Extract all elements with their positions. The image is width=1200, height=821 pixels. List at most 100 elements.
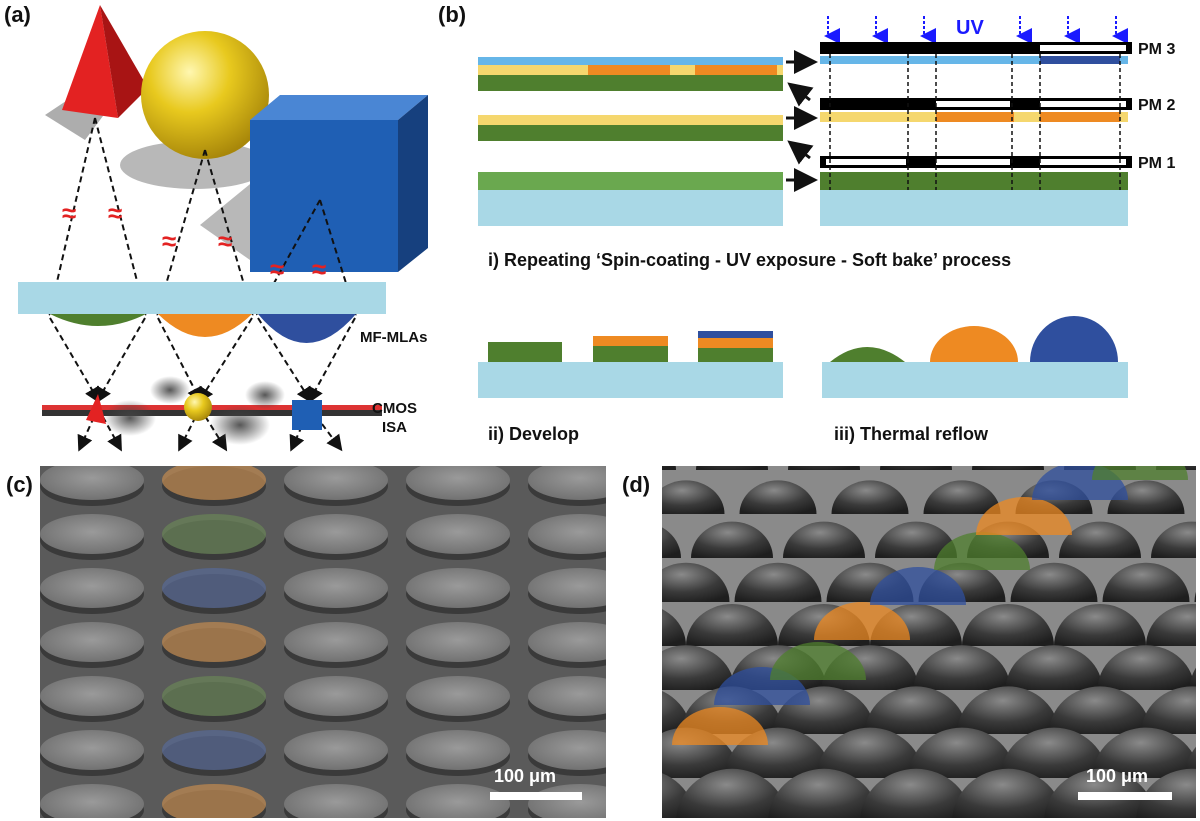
isa-label: ISA bbox=[382, 419, 407, 436]
disk-top bbox=[528, 730, 606, 770]
dome-lens bbox=[734, 562, 822, 602]
disk-top bbox=[40, 568, 144, 608]
tinted-dome-lens bbox=[1092, 466, 1188, 480]
dome-lens bbox=[952, 768, 1064, 818]
disk-top bbox=[406, 730, 510, 770]
disk-top bbox=[528, 568, 606, 608]
dome-lens bbox=[972, 466, 1044, 470]
disk-top bbox=[406, 514, 510, 554]
disk-texture bbox=[162, 784, 266, 818]
disk-texture bbox=[162, 676, 266, 716]
svg-text:PM 3: PM 3 bbox=[1138, 41, 1175, 58]
svg-text:≈: ≈ bbox=[270, 254, 284, 284]
panel-c-label: (c) bbox=[6, 472, 33, 497]
panel-b: (b) bbox=[438, 2, 1175, 444]
tinted-dome-lens bbox=[870, 567, 966, 605]
step-2-caption: ii) Develop bbox=[488, 424, 579, 444]
svg-text:≈: ≈ bbox=[218, 226, 232, 256]
disk-texture bbox=[162, 622, 266, 662]
left-stack-2 bbox=[478, 115, 783, 141]
dome-lens bbox=[691, 521, 773, 558]
disk-top bbox=[528, 466, 606, 500]
disk-top bbox=[162, 466, 266, 500]
process-arrows bbox=[786, 50, 818, 192]
dome-lens bbox=[1107, 480, 1185, 514]
left-stack-1 bbox=[478, 172, 783, 226]
sensor-pixels bbox=[42, 405, 382, 410]
dome-lens bbox=[1000, 727, 1108, 778]
pyramid-image bbox=[86, 394, 106, 424]
green-lens bbox=[50, 314, 146, 326]
disk-top bbox=[284, 466, 388, 500]
dome-lens bbox=[788, 466, 860, 470]
disk-top bbox=[40, 784, 144, 818]
mf-mlas-label: MF-MLAs bbox=[360, 329, 428, 346]
dome-lens bbox=[1156, 466, 1196, 470]
disk-top bbox=[406, 466, 510, 500]
dome-lens bbox=[831, 480, 909, 514]
disk-top bbox=[162, 676, 266, 716]
disk-top bbox=[162, 730, 266, 770]
dome-lens bbox=[1092, 727, 1196, 778]
dome-lens bbox=[1146, 604, 1196, 646]
panel-c: 100 μm (c) bbox=[6, 466, 606, 818]
dome-lens-array bbox=[662, 466, 1196, 818]
uv-arrows bbox=[824, 16, 1128, 44]
disk-texture bbox=[162, 466, 266, 500]
photomask-1: PM 1 bbox=[820, 155, 1175, 226]
uv-label: UV bbox=[956, 17, 984, 39]
disk-top bbox=[284, 514, 388, 554]
svg-text:PM 2: PM 2 bbox=[1138, 97, 1175, 114]
tinted-dome-lens bbox=[770, 642, 866, 680]
disk-top bbox=[406, 676, 510, 716]
dome-lens bbox=[696, 466, 768, 470]
dome-lens bbox=[662, 645, 735, 690]
disk-top bbox=[162, 514, 266, 554]
svg-text:≈: ≈ bbox=[62, 198, 76, 228]
panel-d-label: (d) bbox=[622, 472, 650, 497]
dome-lens bbox=[662, 562, 730, 602]
dome-lens bbox=[1097, 645, 1195, 690]
scale-bar-c bbox=[490, 792, 582, 800]
disk-top bbox=[528, 514, 606, 554]
disk-top bbox=[40, 676, 144, 716]
dome-lens bbox=[1194, 591, 1196, 602]
disk-top bbox=[40, 466, 144, 500]
disk-top bbox=[162, 622, 266, 662]
dome-lens bbox=[1049, 686, 1151, 734]
break-marks: ≈ ≈ ≈ ≈ ≈ ≈ bbox=[62, 198, 326, 284]
tinted-dome-lens bbox=[672, 707, 768, 745]
dome-lens bbox=[662, 609, 686, 646]
step-1-caption: i) Repeating ‘Spin-coating - UV exposure… bbox=[488, 250, 1011, 270]
dome-lens bbox=[923, 480, 1001, 514]
cmos-sensor bbox=[42, 410, 382, 416]
dome-lens bbox=[1189, 667, 1196, 690]
disk-top bbox=[284, 676, 388, 716]
panel-b-label: (b) bbox=[438, 2, 466, 27]
dome-lens bbox=[1151, 521, 1196, 558]
dome-lens bbox=[662, 466, 676, 470]
dome-lens bbox=[1102, 562, 1190, 602]
disk-top bbox=[40, 514, 144, 554]
svg-text:≈: ≈ bbox=[108, 198, 122, 228]
reflow-diagram bbox=[822, 316, 1128, 398]
dome-lens bbox=[875, 521, 957, 558]
alignment-lines bbox=[829, 54, 1121, 190]
dome-lens bbox=[768, 768, 880, 818]
tinted-dome-lens bbox=[976, 497, 1072, 535]
sphere-shadow bbox=[120, 141, 270, 189]
dome-lens bbox=[962, 604, 1054, 646]
left-stack-3 bbox=[478, 57, 783, 91]
panel-d: 100 μm (d) bbox=[622, 466, 1196, 818]
sphere-image bbox=[184, 393, 212, 421]
disk-top bbox=[40, 622, 144, 662]
disk-top bbox=[528, 622, 606, 662]
dome-lens bbox=[783, 521, 865, 558]
disk-texture bbox=[162, 514, 266, 554]
dome-lens bbox=[1141, 686, 1196, 734]
dome-lens bbox=[1054, 604, 1146, 646]
step-3-caption: iii) Thermal reflow bbox=[834, 424, 989, 444]
dome-lens bbox=[957, 686, 1059, 734]
panel-a-label: (a) bbox=[4, 2, 31, 27]
disk-top bbox=[40, 730, 144, 770]
